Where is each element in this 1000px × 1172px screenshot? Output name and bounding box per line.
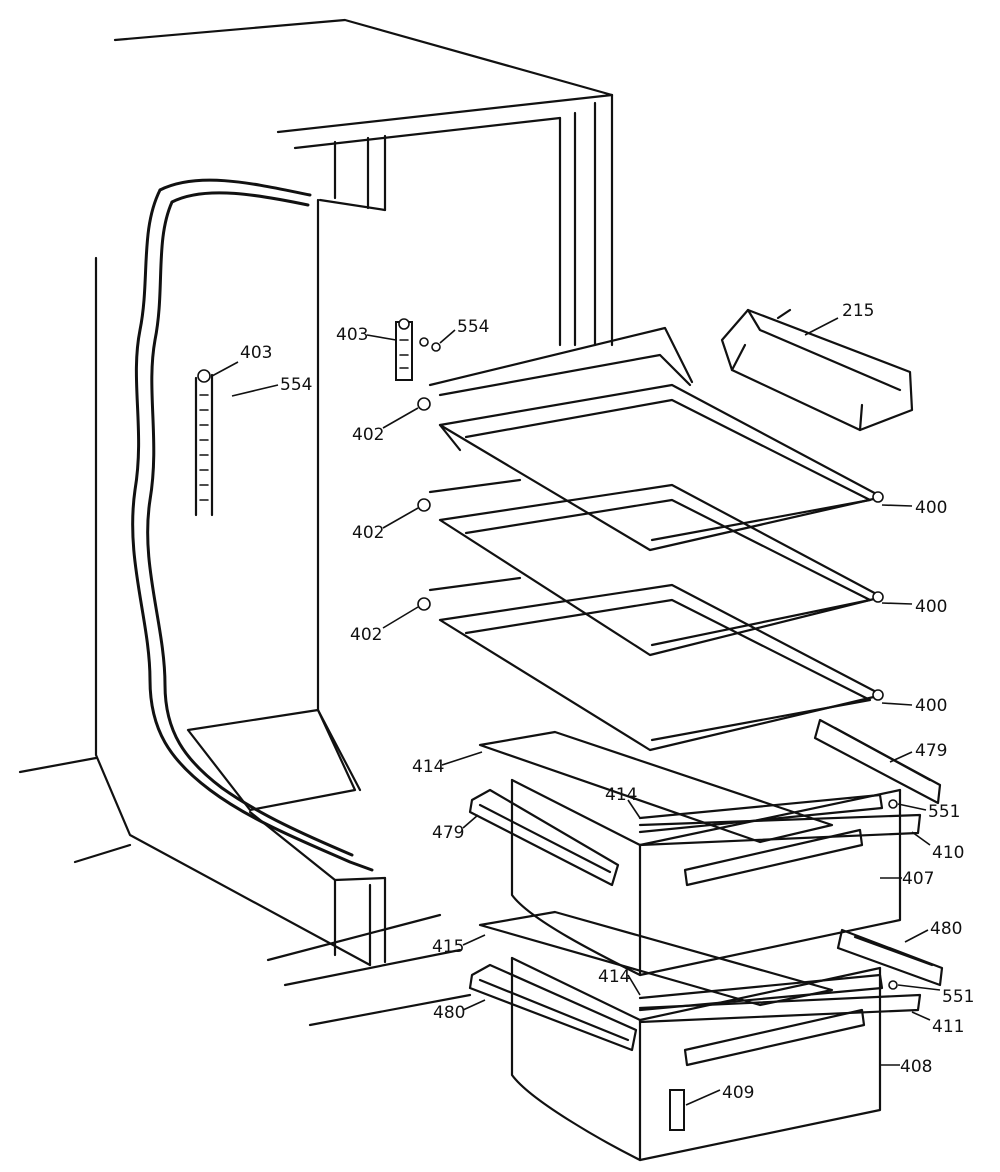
callout-402-low: 402 [350,625,382,645]
callout-415: 415 [432,937,464,957]
callout-410: 410 [932,843,964,863]
callout-400-mid: 400 [915,597,947,617]
shelf-400-mid [417,478,884,657]
callout-labels: 215 403 554 403 554 402 402 402 400 400 … [240,301,974,1103]
shelf-400-low [417,576,884,752]
callout-480-left: 480 [433,1003,465,1023]
callout-554-left: 554 [280,375,312,395]
callout-551-lower: 551 [942,987,974,1007]
slide-rail-480-left [468,963,638,1052]
callout-407: 407 [902,869,934,889]
crisper-drawer-408 [510,956,922,1162]
refrigerator-cabinet [18,18,614,1027]
callout-554-right: 554 [457,317,489,337]
callout-414-upper: 414 [605,785,637,805]
callout-414-left: 414 [412,757,444,777]
crisper-drawer-407 [510,778,922,977]
crisper-cover-415 [478,910,834,1007]
shelf-ladder-right [395,318,441,381]
callout-402-mid: 402 [352,523,384,543]
callout-479-left: 479 [432,823,464,843]
callout-479-right: 479 [915,741,947,761]
callout-409: 409 [722,1083,754,1103]
callout-403-left: 403 [240,343,272,363]
callout-408: 408 [900,1057,932,1077]
slide-rail-479-left [468,788,620,887]
door-bin-215 [720,308,914,432]
callout-551-upper: 551 [928,802,960,822]
callout-403-right: 403 [336,325,368,345]
slide-rail-480-right [836,928,944,987]
slide-rail-479-right [813,718,942,805]
callout-480-right: 480 [930,919,962,939]
callout-411: 411 [932,1017,964,1037]
callout-402-top: 402 [352,425,384,445]
callout-215: 215 [842,301,874,321]
crisper-cover-414 [478,730,834,844]
callout-400-low: 400 [915,696,947,716]
leader-lines [211,317,941,1106]
callout-414-lower: 414 [598,967,630,987]
shelf-400-top [417,326,884,552]
callout-400-top: 400 [915,498,947,518]
